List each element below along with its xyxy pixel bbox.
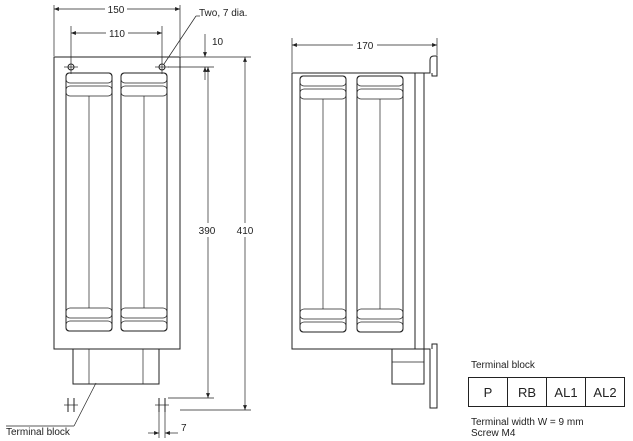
terminal-rb: RB — [507, 377, 547, 407]
dim-depth: 170 — [292, 39, 437, 52]
hole-note: Two, 7 dia. — [199, 8, 247, 19]
resistor-element-right — [120, 72, 168, 332]
front-view: 150 110 Two, 7 dia. 10 390 — [6, 3, 257, 438]
dim-text-bottom-gap: 7 — [181, 423, 187, 434]
terminal-al2: AL2 — [585, 377, 625, 407]
terminal-screw-note: Screw M4 — [471, 428, 516, 439]
dim-bottom-gap: 7 — [148, 412, 187, 438]
dim-hole-offset: 10 — [203, 34, 224, 80]
mounting-hole-top-right — [155, 60, 169, 74]
mounting-hole-top-left — [64, 60, 78, 74]
side-bracket-bottom — [424, 343, 438, 409]
dim-hole-pitch: 110 — [71, 27, 162, 40]
terminal-callout-label: Terminal block — [6, 427, 71, 438]
terminal-block-table: P RB AL1 AL2 — [468, 377, 625, 407]
side-view: 170 — [291, 38, 438, 409]
front-terminal-box — [72, 348, 160, 385]
dim-text-hole-pitch: 110 — [109, 29, 125, 40]
side-resistor-element-left — [299, 75, 347, 333]
terminal-al1: AL1 — [546, 377, 586, 407]
dim-text-hole-span: 390 — [199, 226, 216, 237]
dim-hole-span: 390 — [195, 67, 219, 398]
terminal-width-note: Terminal width W = 9 mm — [471, 417, 584, 428]
side-terminal-box — [391, 348, 425, 385]
mounting-hole-bottom-right — [155, 398, 169, 412]
side-body-outline — [291, 72, 425, 350]
side-resistor-element-right — [356, 75, 404, 333]
resistor-element-left — [65, 72, 113, 332]
terminal-block-title: Terminal block — [471, 360, 535, 371]
dim-overall-height: 410 — [233, 57, 257, 410]
mounting-hole-bottom-left — [64, 398, 78, 412]
terminal-p: P — [468, 377, 508, 407]
dim-text-overall-height: 410 — [237, 226, 254, 237]
dim-overall-width: 150 — [54, 3, 180, 16]
dim-text-depth: 170 — [357, 41, 374, 52]
side-bracket-top — [424, 55, 438, 77]
dim-text-hole-offset: 10 — [212, 37, 224, 48]
front-body-outline — [53, 56, 181, 350]
dim-text-overall-width: 150 — [108, 5, 125, 16]
